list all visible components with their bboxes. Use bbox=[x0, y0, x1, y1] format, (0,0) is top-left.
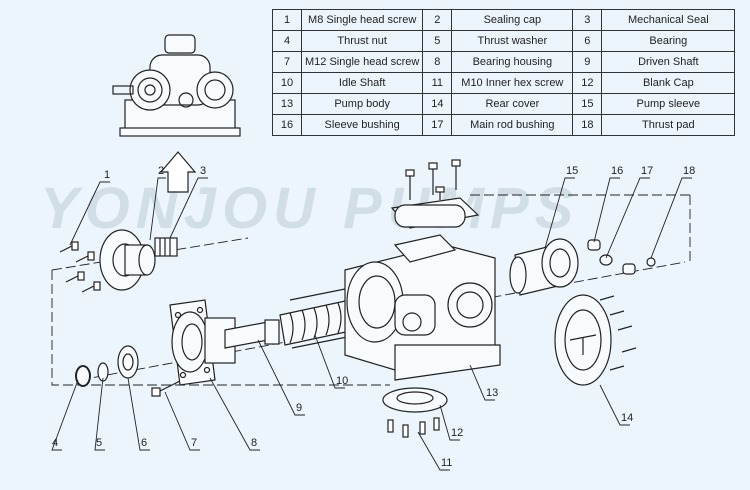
part-name: Blank Cap bbox=[601, 72, 736, 94]
part-name: Pump sleeve bbox=[601, 93, 736, 115]
thrust-pad bbox=[622, 263, 636, 275]
callout-10: 10 bbox=[336, 375, 348, 387]
parts-legend-table: 1 M8 Single head screw 2 Sealing cap 3 M… bbox=[272, 9, 736, 136]
callout-5: 5 bbox=[96, 437, 102, 449]
part-name: Bearing bbox=[601, 30, 736, 52]
callout-14: 14 bbox=[621, 412, 633, 424]
part-name: M12 Single head screw bbox=[300, 51, 424, 73]
part-name: Thrust pad bbox=[601, 114, 736, 136]
pump-sleeve bbox=[509, 238, 579, 296]
part-name: Driven Shaft bbox=[601, 51, 736, 73]
part-name: Thrust washer bbox=[451, 30, 574, 52]
blank-cap bbox=[382, 387, 448, 413]
part-number: 14 bbox=[422, 93, 453, 115]
rear-cover bbox=[554, 294, 612, 386]
callout-15: 15 bbox=[566, 165, 578, 177]
part-number: 13 bbox=[272, 93, 302, 115]
callout-7: 7 bbox=[191, 437, 197, 449]
m12-screw bbox=[151, 379, 183, 397]
thrust-nut bbox=[75, 365, 91, 387]
legend-row: 16 Sleeve bushing 17 Main rod bushing 18… bbox=[272, 114, 736, 136]
callout-16: 16 bbox=[611, 165, 623, 177]
m8-screws bbox=[59, 241, 101, 293]
part-name: Thrust nut bbox=[300, 30, 424, 52]
legend-row: 7 M12 Single head screw 8 Bearing housin… bbox=[272, 51, 736, 73]
up-arrow bbox=[159, 151, 197, 193]
hex-screws bbox=[387, 417, 440, 438]
idle-shaft-rotors bbox=[279, 287, 356, 349]
driven-shaft bbox=[224, 319, 280, 349]
callout-11: 11 bbox=[441, 457, 452, 469]
top-cap bbox=[390, 197, 480, 229]
callout-12: 12 bbox=[451, 427, 463, 439]
callout-13: 13 bbox=[486, 387, 498, 399]
part-name: Sleeve bushing bbox=[300, 114, 424, 136]
callout-3: 3 bbox=[200, 165, 206, 177]
callout-8: 8 bbox=[251, 437, 257, 449]
part-number: 10 bbox=[272, 72, 302, 94]
callout-4: 4 bbox=[52, 437, 58, 449]
callout-9: 9 bbox=[296, 402, 302, 414]
top-bolts bbox=[405, 159, 461, 200]
mechanical-seal bbox=[154, 237, 178, 257]
small-pad bbox=[646, 257, 656, 267]
part-number: 15 bbox=[572, 93, 603, 115]
callout-6: 6 bbox=[141, 437, 147, 449]
part-name: Main rod bushing bbox=[451, 114, 574, 136]
callout-2: 2 bbox=[158, 165, 164, 177]
main-rod-bushing bbox=[599, 254, 613, 266]
leader-lines bbox=[51, 177, 692, 471]
callout-1: 1 bbox=[104, 169, 110, 181]
callout-18: 18 bbox=[683, 165, 695, 177]
part-number: 18 bbox=[572, 114, 603, 136]
callout-numbers: 1 2 3 4 5 6 7 8 9 10 11 12 13 14 15 16 1… bbox=[52, 165, 695, 469]
sleeve-bushing bbox=[587, 239, 601, 251]
callout-17: 17 bbox=[641, 165, 653, 177]
part-name: M10 Inner hex screw bbox=[451, 72, 574, 94]
part-name: Pump body bbox=[300, 93, 424, 115]
bearing bbox=[117, 345, 139, 379]
rear-bolts bbox=[599, 295, 637, 371]
pump-body bbox=[344, 234, 501, 381]
sealing-cap bbox=[99, 229, 156, 291]
bearing-housing bbox=[169, 299, 236, 386]
assembled-pump-preview bbox=[112, 34, 241, 137]
